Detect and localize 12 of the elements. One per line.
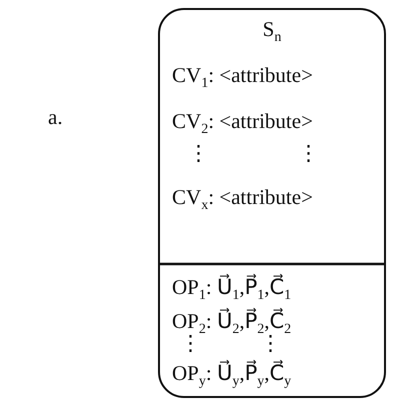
panel-label: a.: [48, 106, 63, 130]
variable-row: CV$_{1}$: <attribute>: [172, 64, 313, 92]
operation-row: OP$_{y}$: U⃗$_{y}$,P⃗$_{y}$,C⃗$_{y}$: [172, 362, 292, 390]
class-box: [158, 8, 386, 398]
operation-row: OP$_{1}$: U⃗$_{1}$,P⃗$_{1}$,C⃗$_{1}$: [172, 276, 292, 304]
variable-row: CV$_{2}$: <attribute>: [172, 110, 313, 138]
ellipsis: ⋮: [298, 142, 319, 166]
ellipsis: ⋮: [180, 332, 201, 356]
variable-row: CV$_{x}$: <attribute>: [172, 186, 313, 214]
ellipsis: ⋮: [260, 332, 281, 356]
ellipsis: ⋮: [188, 142, 209, 166]
class-name: S$_{n}$: [262, 18, 282, 46]
